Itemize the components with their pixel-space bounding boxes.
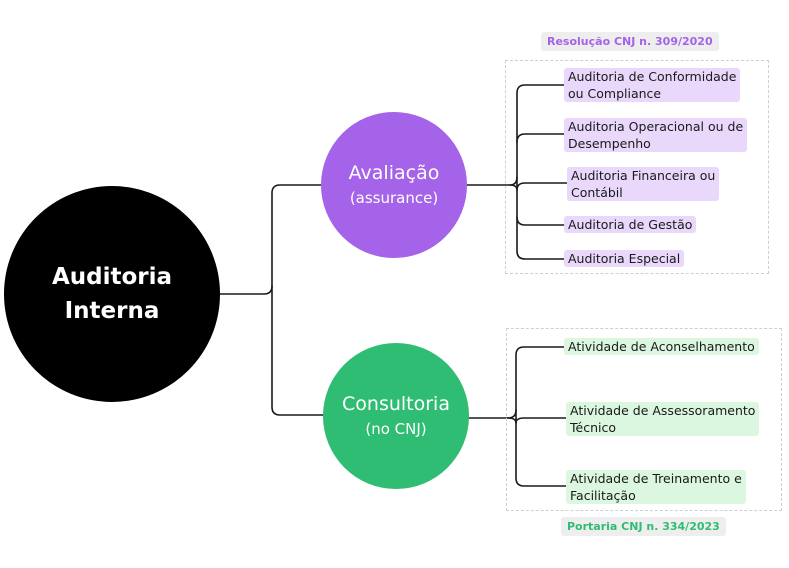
leaf-text: Técnico <box>570 420 616 435</box>
branch-consultoria-subtitle: (no CNJ) <box>365 420 427 438</box>
leaf-text: Facilitação <box>570 488 636 503</box>
root-node-line2: Interna <box>64 298 160 324</box>
leaf-text: Auditoria de Gestão <box>568 217 693 232</box>
leaf-auditoria-gestao: Auditoria de Gestão <box>564 216 697 233</box>
leaf-auditoria-especial: Auditoria Especial <box>564 250 685 267</box>
connector-root-stem <box>219 184 323 295</box>
leaf-auditoria-operacional: Auditoria Operacional ou de Desempenho <box>564 118 748 152</box>
connector-avaliacao-item-2 <box>516 133 565 143</box>
leaf-text: Desempenho <box>568 136 651 151</box>
connector-consultoria-item-3 <box>515 409 567 487</box>
leaf-atividade-assessoramento: Atividade de Assessoramento Técnico <box>566 402 760 436</box>
root-node-auditoria-interna: Auditoria Interna <box>4 186 220 402</box>
branch-node-consultoria: Consultoria (no CNJ) <box>323 343 469 489</box>
consultoria-group-frame <box>506 328 782 511</box>
branch-consultoria-title: Consultoria <box>342 393 450 415</box>
connector-avaliacao-item-5 <box>516 216 565 260</box>
avaliacao-group-frame <box>505 60 769 274</box>
leaf-text: Auditoria de Conformidade <box>568 69 737 84</box>
leaf-text: Contábil <box>571 185 623 200</box>
branch-avaliacao-title: Avaliação <box>348 162 440 184</box>
consultoria-source-tag: Portaria CNJ n. 334/2023 <box>561 517 726 536</box>
leaf-text: Auditoria Operacional ou de <box>568 119 744 134</box>
branch-node-avaliacao: Avaliação (assurance) <box>321 112 467 258</box>
leaf-auditoria-financeira: Auditoria Financeira ou Contábil <box>567 167 720 201</box>
leaf-text: Auditoria Financeira ou <box>571 168 716 183</box>
leaf-text: Atividade de Treinamento e <box>570 471 742 486</box>
leaf-text: ou Compliance <box>568 86 662 101</box>
leaf-text: Auditoria Especial <box>568 251 681 266</box>
leaf-text: Atividade de Assessoramento <box>570 403 756 418</box>
leaf-atividade-aconselhamento: Atividade de Aconselhamento <box>564 338 759 355</box>
connector-root-to-consultoria <box>271 285 325 416</box>
avaliacao-source-tag: Resolução CNJ n. 309/2020 <box>541 32 719 51</box>
leaf-atividade-treinamento: Atividade de Treinamento e Facilitação <box>566 470 746 504</box>
leaf-auditoria-conformidade: Auditoria de Conformidade ou Compliance <box>564 68 741 102</box>
leaf-text: Atividade de Aconselhamento <box>568 339 755 354</box>
branch-avaliacao-subtitle: (assurance) <box>349 189 439 207</box>
root-node-line1: Auditoria <box>51 264 173 290</box>
